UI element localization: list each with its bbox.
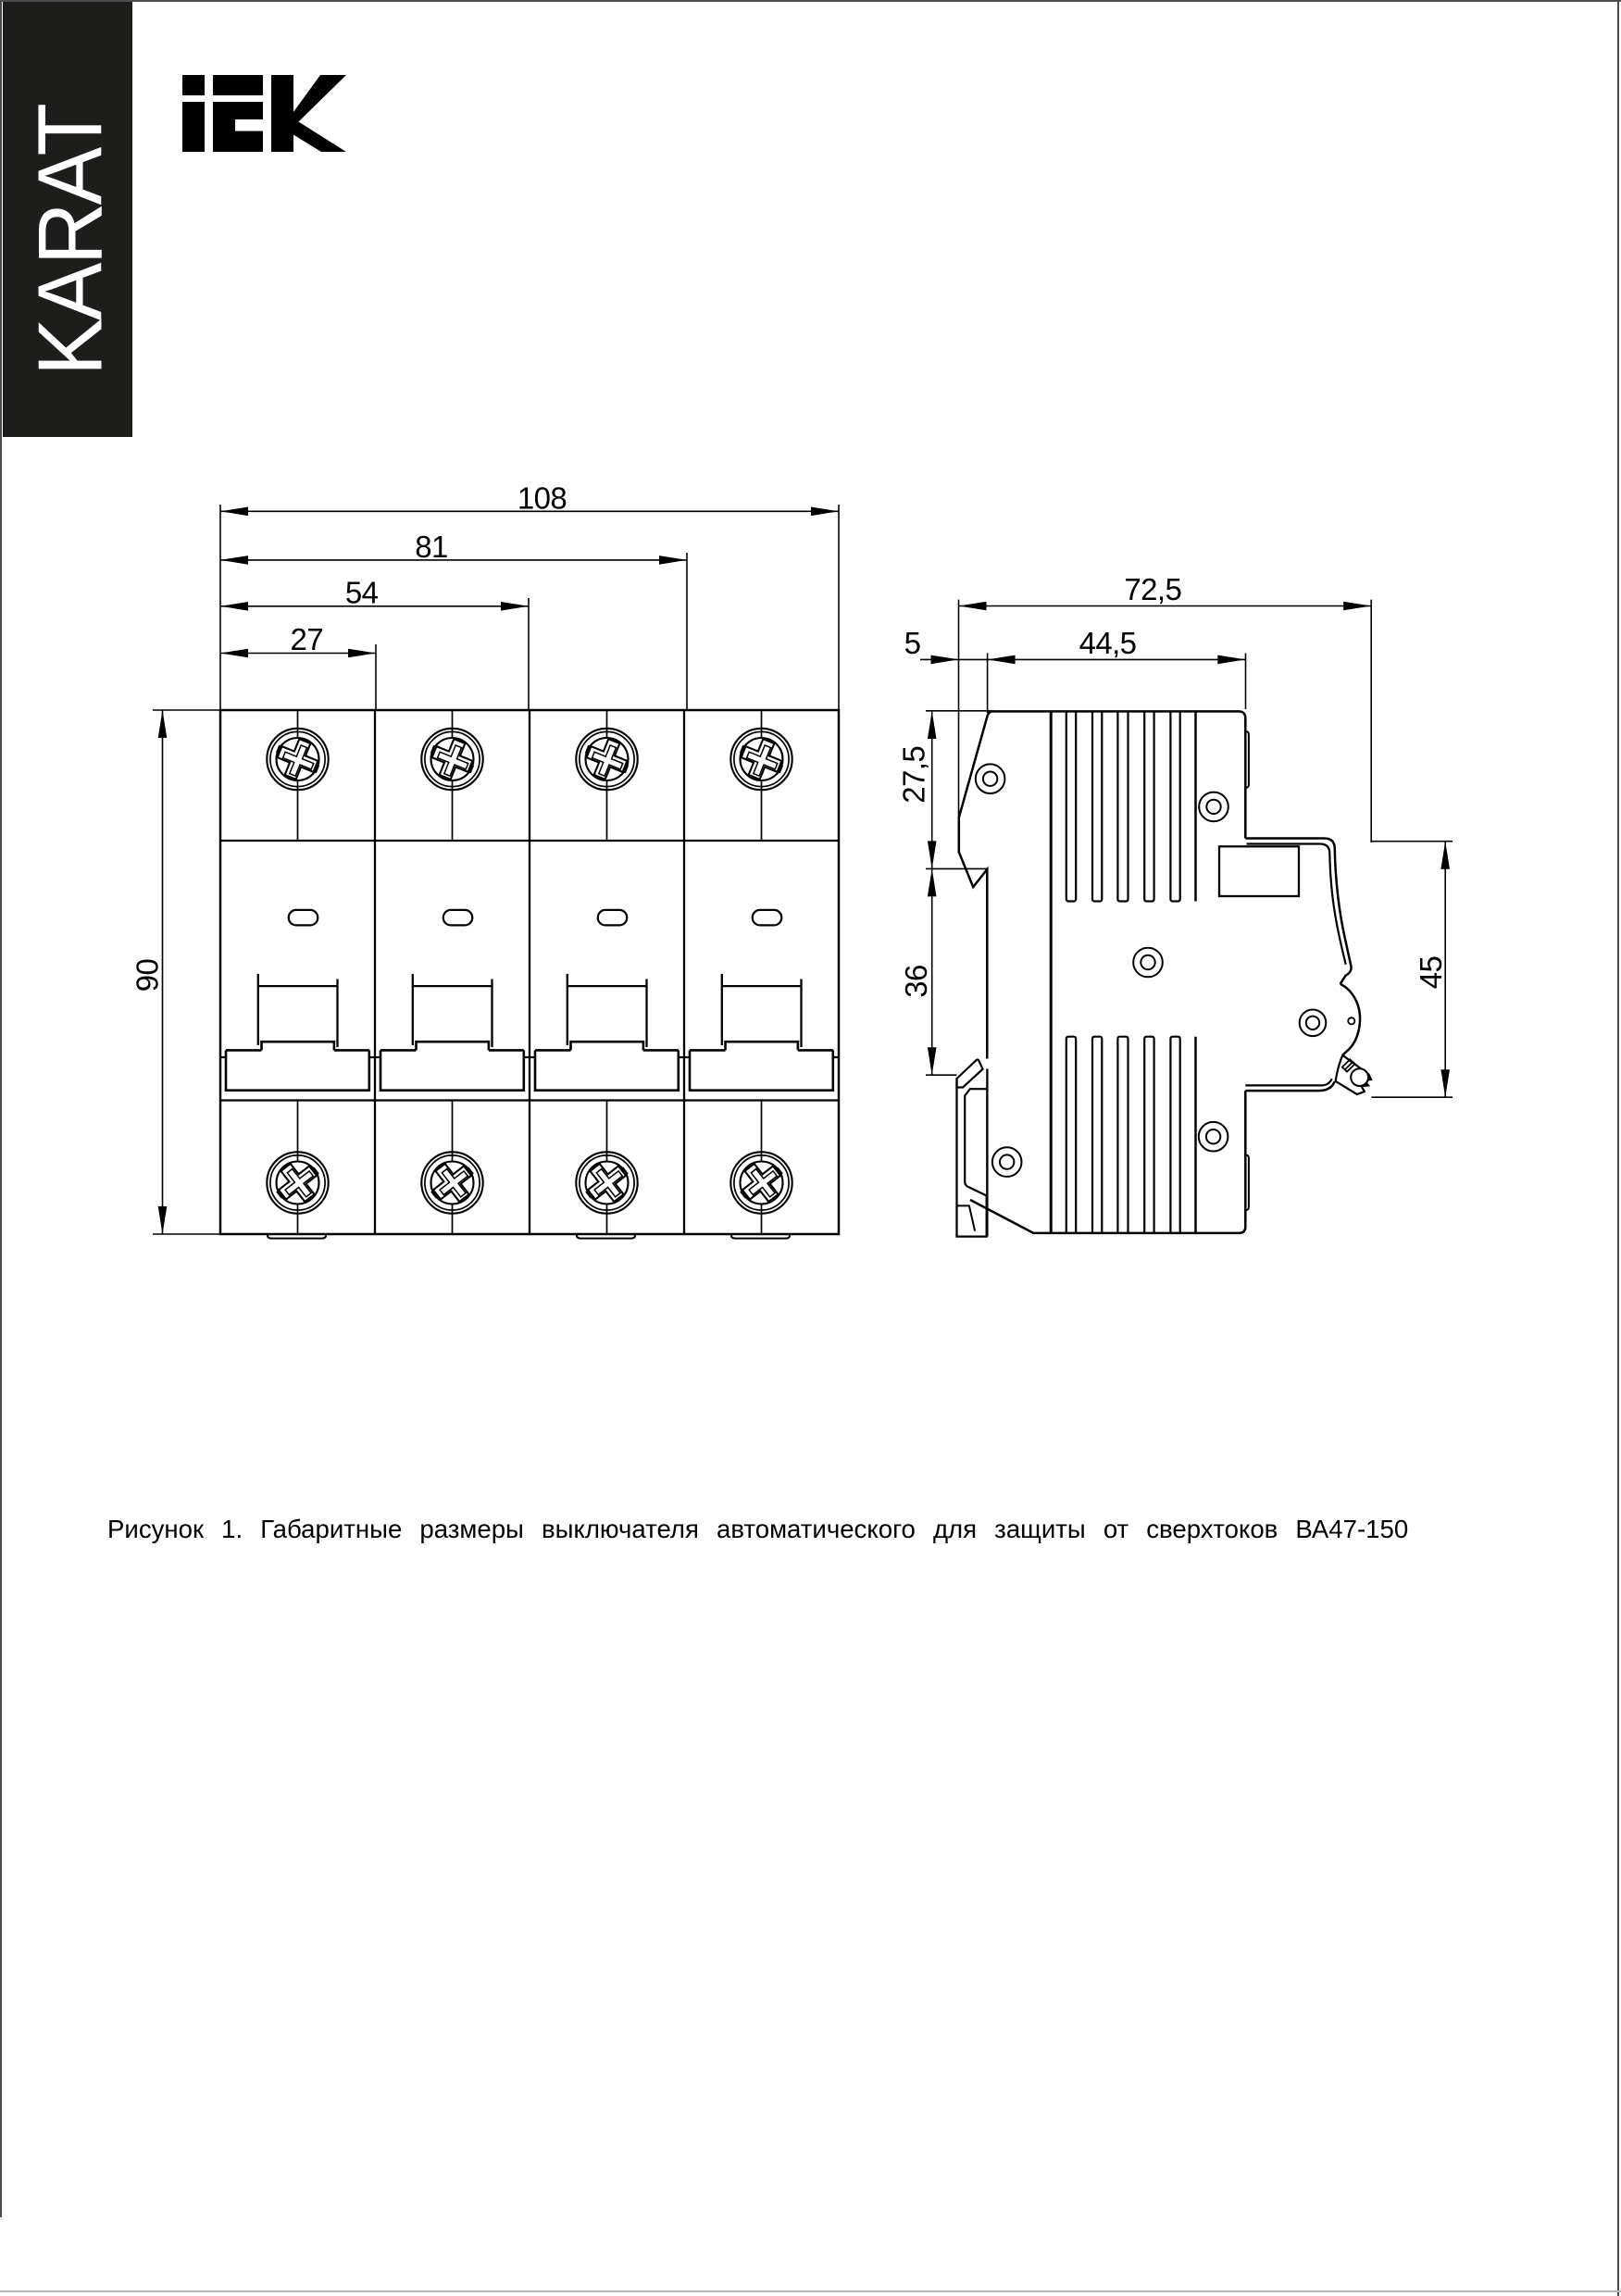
svg-text:108: 108: [517, 480, 567, 515]
svg-text:45: 45: [1414, 956, 1448, 990]
svg-text:81: 81: [415, 530, 448, 564]
svg-text:90: 90: [131, 959, 165, 992]
svg-text:72,5: 72,5: [1124, 572, 1181, 606]
svg-text:44,5: 44,5: [1079, 626, 1137, 660]
svg-text:27,5: 27,5: [897, 746, 931, 804]
svg-text:5: 5: [904, 626, 921, 660]
svg-text:54: 54: [345, 575, 379, 609]
svg-text:36: 36: [899, 965, 933, 998]
svg-text:27: 27: [291, 622, 324, 656]
